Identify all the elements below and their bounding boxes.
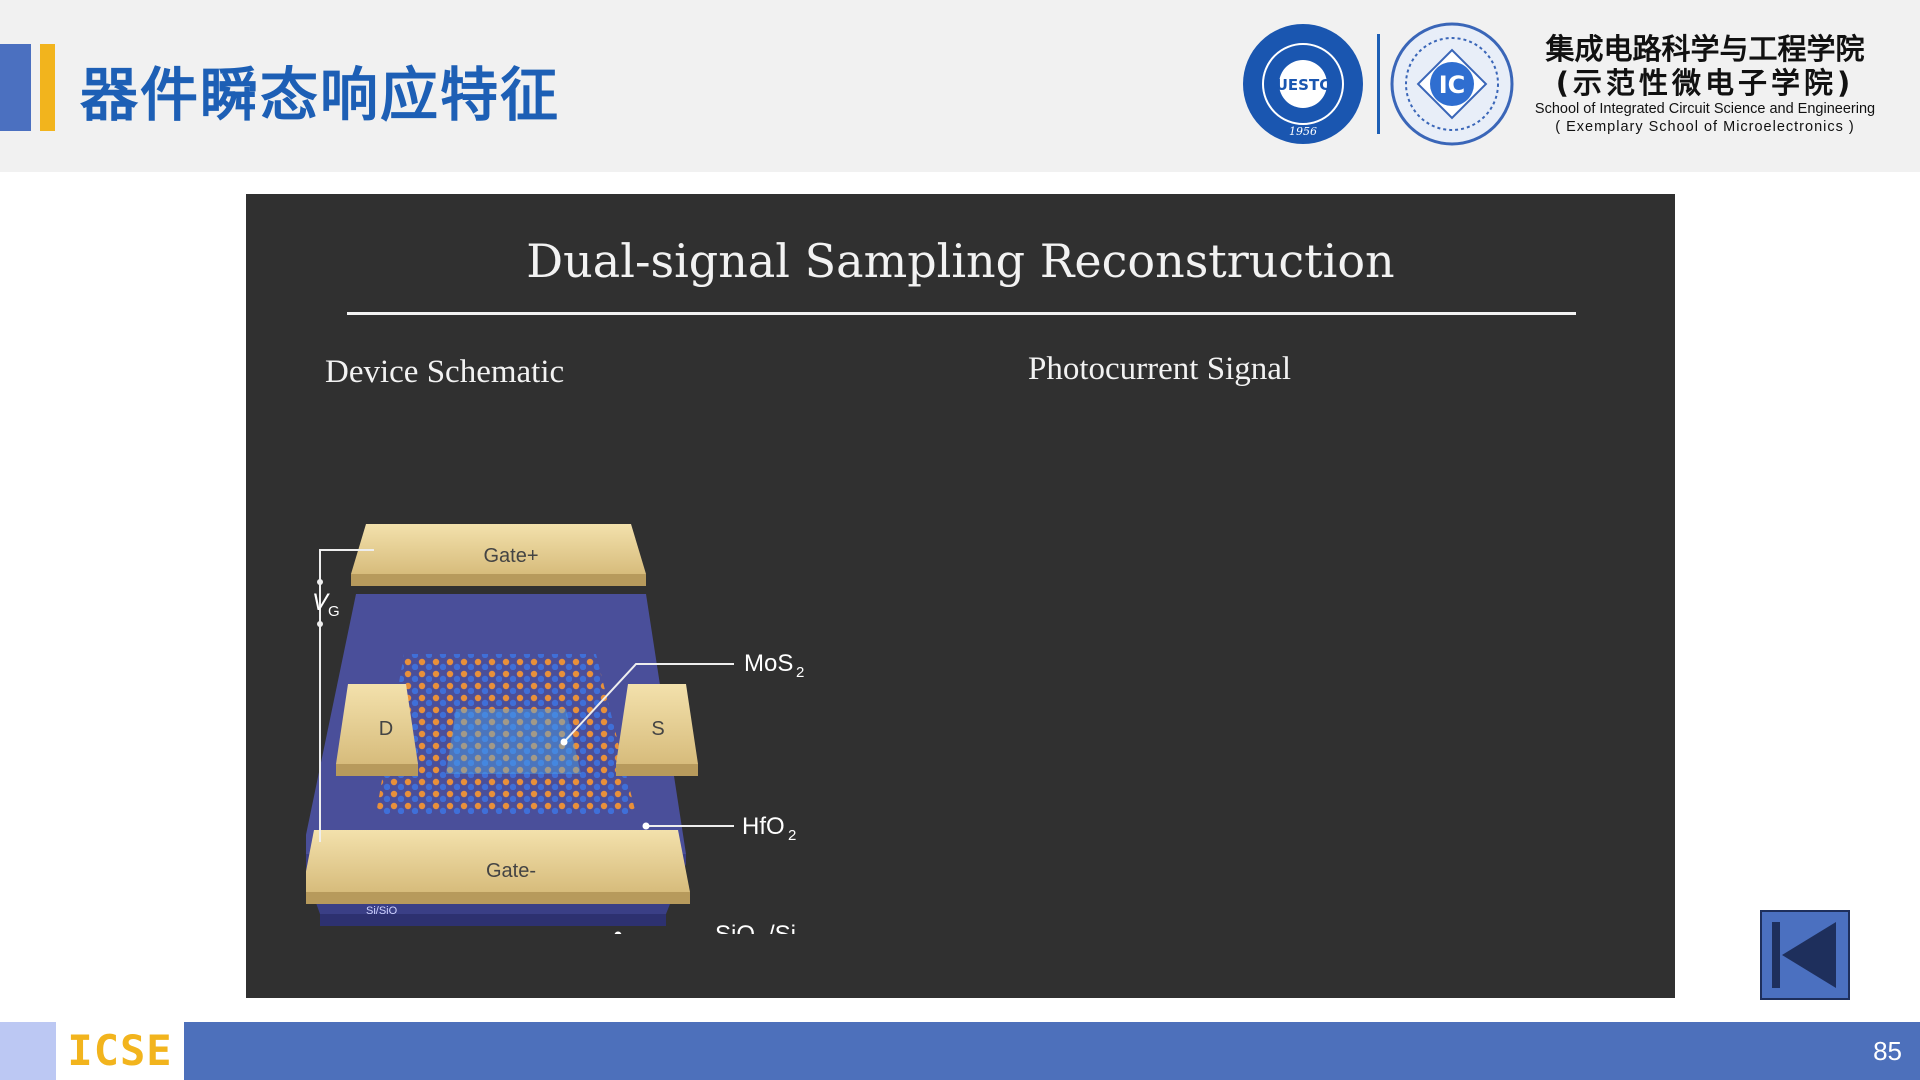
- footer-logo-text: ICSE: [56, 1022, 184, 1080]
- video-title-underline: [347, 312, 1576, 315]
- school-name-en: School of Integrated Circuit Science and…: [1534, 101, 1876, 117]
- school-subtitle-en: ( Exemplary School of Microelectronics ): [1555, 119, 1855, 135]
- svg-text:HfO: HfO: [742, 813, 785, 840]
- photocurrent-signal-heading: Photocurrent Signal: [1028, 351, 1292, 387]
- page-number: 85: [1873, 1036, 1902, 1066]
- icse-logo: IC: [1390, 22, 1514, 146]
- header-accent-blue: [0, 44, 31, 131]
- footer-bar: 85: [184, 1022, 1920, 1080]
- device-schematic-heading: Device Schematic: [325, 354, 565, 390]
- svg-text:IC: IC: [1439, 71, 1466, 99]
- skip-back-icon: [1772, 922, 1836, 988]
- embedded-video-frame[interactable]: Dual-signal Sampling Reconstruction Devi…: [246, 194, 1675, 998]
- svg-text:G: G: [328, 603, 340, 620]
- video-title: Dual-signal Sampling Reconstruction: [526, 234, 1395, 288]
- uestc-logo: UESTC 1956: [1243, 24, 1363, 144]
- device-schematic-diagram: Gate+ Gate- D S V G MoS 2 HfO 2 SiO 2 /S…: [306, 524, 804, 934]
- svg-text:Si/SiO: Si/SiO: [366, 905, 398, 917]
- svg-text:D: D: [379, 718, 393, 740]
- svg-text:/Si: /Si: [768, 921, 796, 934]
- header-accent-orange: [40, 44, 55, 131]
- school-subtitle-cn: (示范性微电子学院): [1555, 66, 1855, 100]
- svg-text:Gate-: Gate-: [486, 860, 536, 882]
- footer-accent-block: [0, 1022, 56, 1080]
- school-name-cn: 集成电路科学与工程学院: [1545, 32, 1865, 66]
- school-name-block: 集成电路科学与工程学院 (示范性微电子学院) School of Integra…: [1530, 32, 1880, 136]
- slide-header: 器件瞬态响应特征 UESTC 1956 IC 集成电路科学与工程学院 (示范性微…: [0, 0, 1920, 172]
- svg-text:MoS: MoS: [744, 650, 793, 677]
- svg-text:Gate+: Gate+: [483, 545, 538, 567]
- svg-text:SiO: SiO: [715, 921, 755, 934]
- svg-text:UESTC: UESTC: [1276, 76, 1330, 94]
- slide-title: 器件瞬态响应特征: [80, 61, 561, 129]
- svg-text:S: S: [651, 718, 664, 740]
- logo-divider: [1377, 34, 1380, 134]
- svg-text:2: 2: [796, 664, 804, 681]
- svg-text:2: 2: [788, 827, 796, 844]
- svg-text:1956: 1956: [1289, 125, 1317, 138]
- svg-text:V: V: [312, 589, 330, 616]
- previous-slide-button[interactable]: [1760, 910, 1850, 1000]
